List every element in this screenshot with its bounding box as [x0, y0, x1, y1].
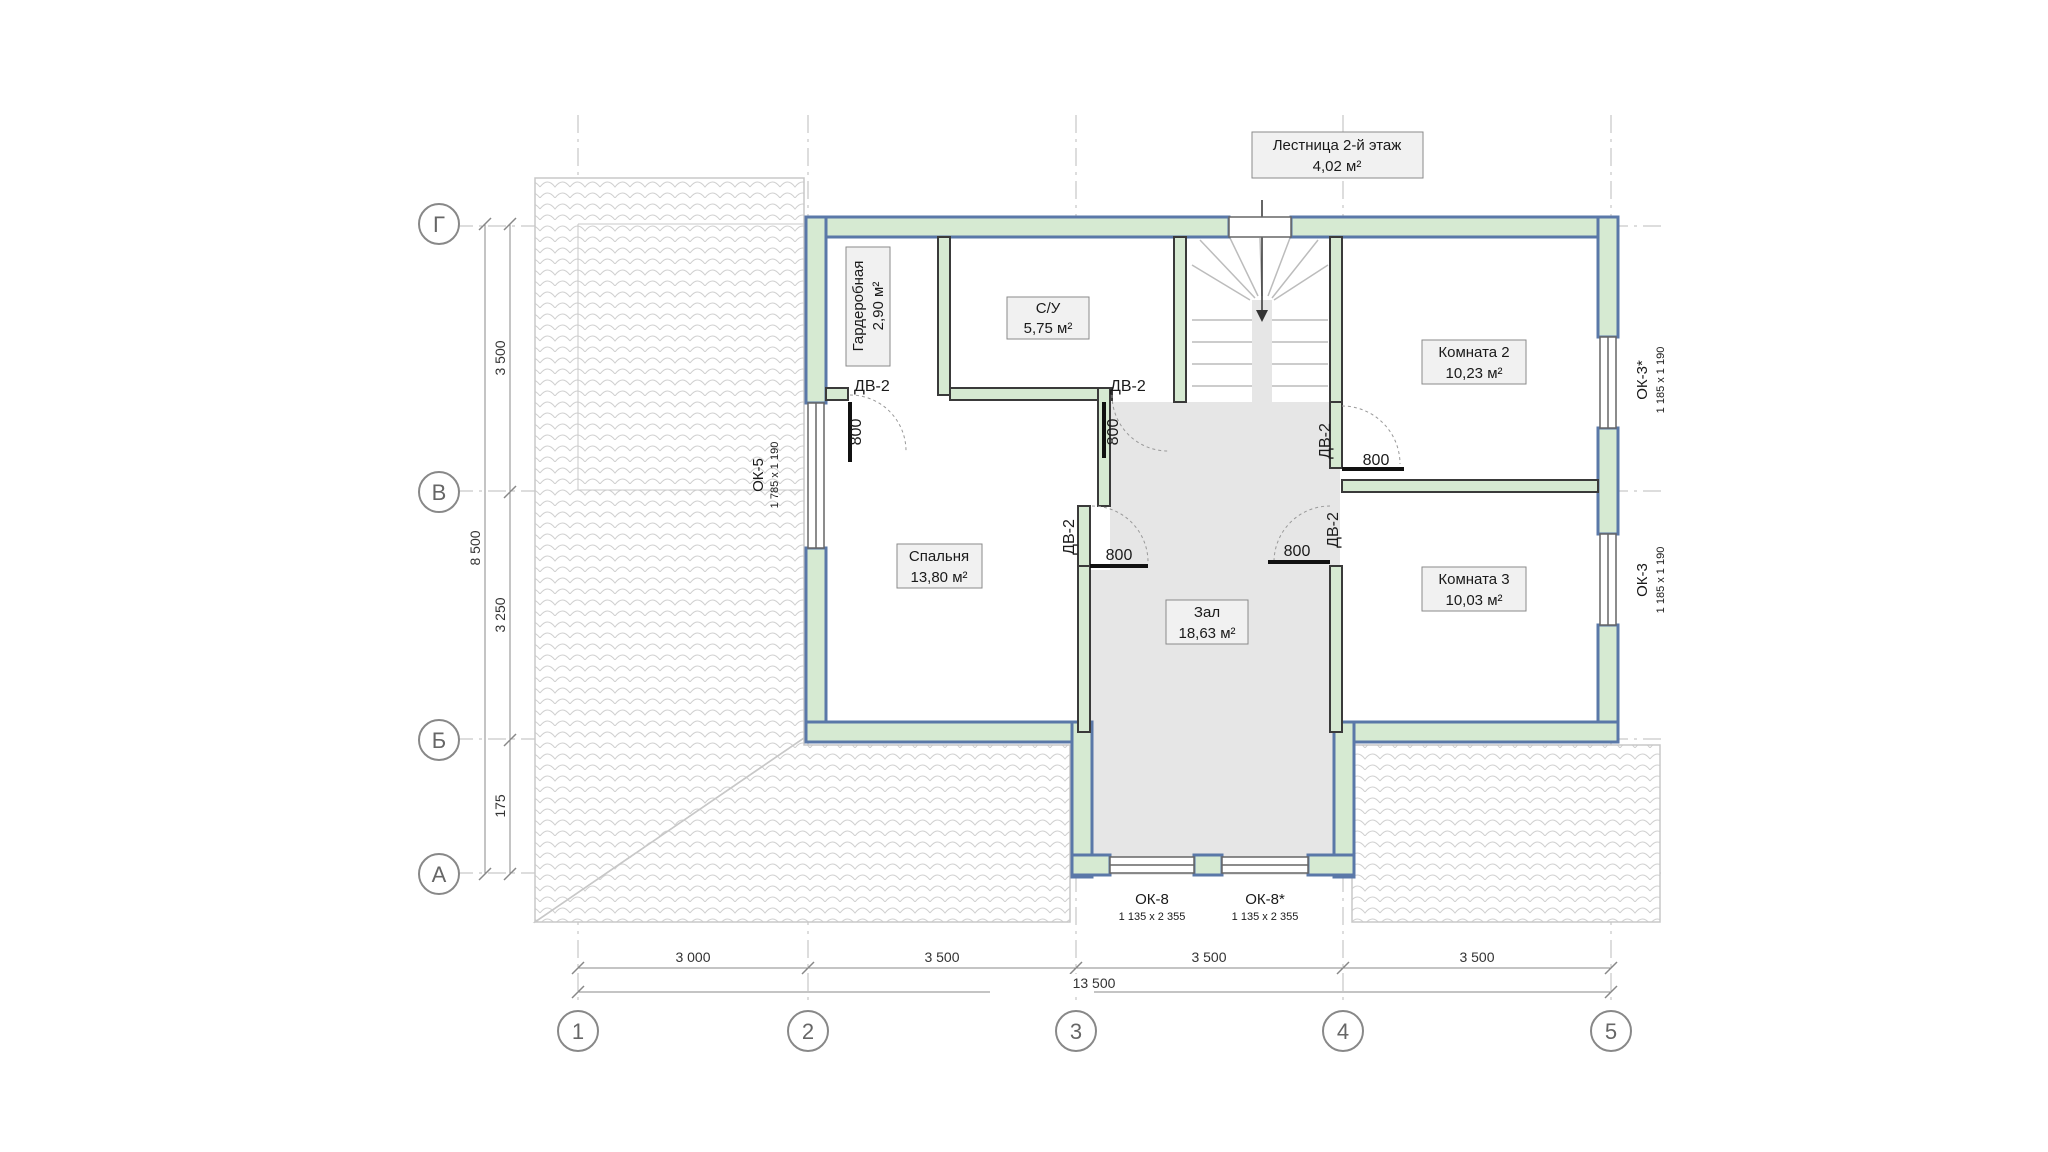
window-label-ok3s: ОК-3* 1 185 х 1 190 [1634, 347, 1667, 414]
window-label-ok8s: ОК-8* 1 135 х 2 355 [1232, 891, 1299, 923]
svg-text:800: 800 [1106, 547, 1133, 564]
svg-text:8 500: 8 500 [467, 530, 483, 565]
svg-text:1 185 х 1 190: 1 185 х 1 190 [1655, 347, 1667, 414]
axis-row-b: Б [418, 719, 460, 761]
window-label-ok5: ОК-5 1 785 х 1 190 [750, 442, 781, 509]
svg-text:Г: Г [433, 212, 445, 237]
svg-text:3 250: 3 250 [492, 597, 508, 632]
svg-text:800: 800 [848, 419, 865, 446]
room-label-bedroom: Спальня 13,80 м² [896, 543, 983, 589]
axis-col-3: 3 [1055, 1010, 1097, 1052]
svg-text:3 000: 3 000 [675, 949, 710, 965]
svg-text:10,03 м²: 10,03 м² [1445, 592, 1502, 609]
svg-text:3 500: 3 500 [492, 340, 508, 375]
svg-text:ОК-8*: ОК-8* [1245, 891, 1285, 908]
svg-text:ОК-3: ОК-3 [1634, 563, 1651, 597]
svg-text:ОК-3*: ОК-3* [1634, 360, 1651, 400]
svg-text:800: 800 [1363, 452, 1390, 469]
svg-text:В: В [432, 480, 447, 505]
axis-col-1: 1 [557, 1010, 599, 1052]
svg-text:800: 800 [1284, 543, 1311, 560]
svg-text:Спальня: Спальня [909, 548, 969, 565]
svg-text:10,23 м²: 10,23 м² [1445, 365, 1502, 382]
bottom-dimensions: 3 000 3 500 3 500 3 500 13 500 [571, 949, 1618, 999]
room-label-room2: Комната 2 10,23 м² [1421, 339, 1527, 385]
svg-text:13,80 м²: 13,80 м² [910, 569, 967, 586]
axis-row-g: Г [418, 203, 460, 245]
svg-text:ДВ-2: ДВ-2 [1110, 378, 1146, 395]
door-swings [849, 394, 1401, 563]
svg-text:ОК-5: ОК-5 [750, 458, 767, 492]
axis-col-2: 2 [787, 1010, 829, 1052]
svg-text:18,63 м²: 18,63 м² [1178, 625, 1235, 642]
svg-text:3 500: 3 500 [924, 949, 959, 965]
axis-markers: 1 2 3 4 5 Г В Б А [418, 203, 1632, 1052]
svg-text:2,90 м²: 2,90 м² [870, 282, 887, 331]
svg-text:2: 2 [802, 1019, 814, 1044]
room-label-stair: Лестница 2-й этаж 4,02 м² [1251, 131, 1424, 179]
svg-text:Гардеробная: Гардеробная [850, 261, 867, 352]
windows [807, 216, 1617, 874]
svg-text:1 785 х 1 190: 1 785 х 1 190 [769, 442, 781, 509]
axis-row-a: А [418, 853, 460, 895]
svg-text:4: 4 [1337, 1019, 1349, 1044]
svg-text:3: 3 [1070, 1019, 1082, 1044]
axis-col-5: 5 [1590, 1010, 1632, 1052]
svg-text:Комната 3: Комната 3 [1438, 571, 1509, 588]
door-labels: ДВ-2 ДВ-2 ДВ-2 ДВ-2 ДВ-2 800 800 800 800… [848, 378, 1389, 564]
svg-text:3 500: 3 500 [1459, 949, 1494, 965]
svg-text:Лестница 2-й этаж: Лестница 2-й этаж [1273, 137, 1402, 154]
exterior-walls [804, 215, 1620, 879]
svg-text:ДВ-2: ДВ-2 [1325, 512, 1342, 548]
svg-text:Комната 2: Комната 2 [1438, 344, 1509, 361]
svg-text:3 500: 3 500 [1191, 949, 1226, 965]
window-labels: ОК-5 1 785 х 1 190 ОК-3* 1 185 х 1 190 О… [750, 347, 1667, 923]
svg-text:1 185 х 1 190: 1 185 х 1 190 [1655, 547, 1667, 614]
svg-text:С/У: С/У [1036, 300, 1061, 317]
svg-text:5: 5 [1605, 1019, 1617, 1044]
room-label-hall: Зал 18,63 м² [1165, 599, 1249, 645]
room-label-bath: С/У 5,75 м² [1006, 296, 1090, 340]
svg-text:175: 175 [492, 794, 508, 818]
stairs [1190, 200, 1330, 402]
axis-col-4: 4 [1322, 1010, 1364, 1052]
roof [532, 177, 1661, 924]
svg-text:Б: Б [432, 728, 446, 753]
svg-text:1: 1 [572, 1019, 584, 1044]
svg-text:А: А [432, 862, 447, 887]
window-label-ok8: ОК-8 1 135 х 2 355 [1119, 891, 1186, 923]
svg-text:800: 800 [1105, 419, 1122, 446]
svg-text:ОК-8: ОК-8 [1135, 891, 1169, 908]
svg-text:5,75 м²: 5,75 м² [1024, 320, 1073, 337]
svg-text:13 500: 13 500 [1073, 975, 1116, 991]
svg-text:ДВ-2: ДВ-2 [854, 378, 890, 395]
room-label-room3: Комната 3 10,03 м² [1421, 566, 1527, 612]
svg-text:1 135 х 2 355: 1 135 х 2 355 [1119, 911, 1186, 923]
svg-text:4,02 м²: 4,02 м² [1313, 158, 1362, 175]
interior-walls [825, 236, 1599, 733]
window-label-ok3: ОК-3 1 185 х 1 190 [1634, 547, 1667, 614]
svg-text:ДВ-2: ДВ-2 [1317, 423, 1334, 459]
svg-text:1 135 х 2 355: 1 135 х 2 355 [1232, 911, 1299, 923]
left-dimensions: 3 500 3 250 175 8 500 [467, 217, 517, 881]
svg-text:ДВ-2: ДВ-2 [1061, 519, 1078, 555]
svg-text:Зал: Зал [1194, 604, 1220, 621]
axis-row-v: В [418, 471, 460, 513]
door-leaves [848, 402, 1404, 568]
room-label-wardrobe: Гардеробная 2,90 м² [845, 246, 891, 367]
